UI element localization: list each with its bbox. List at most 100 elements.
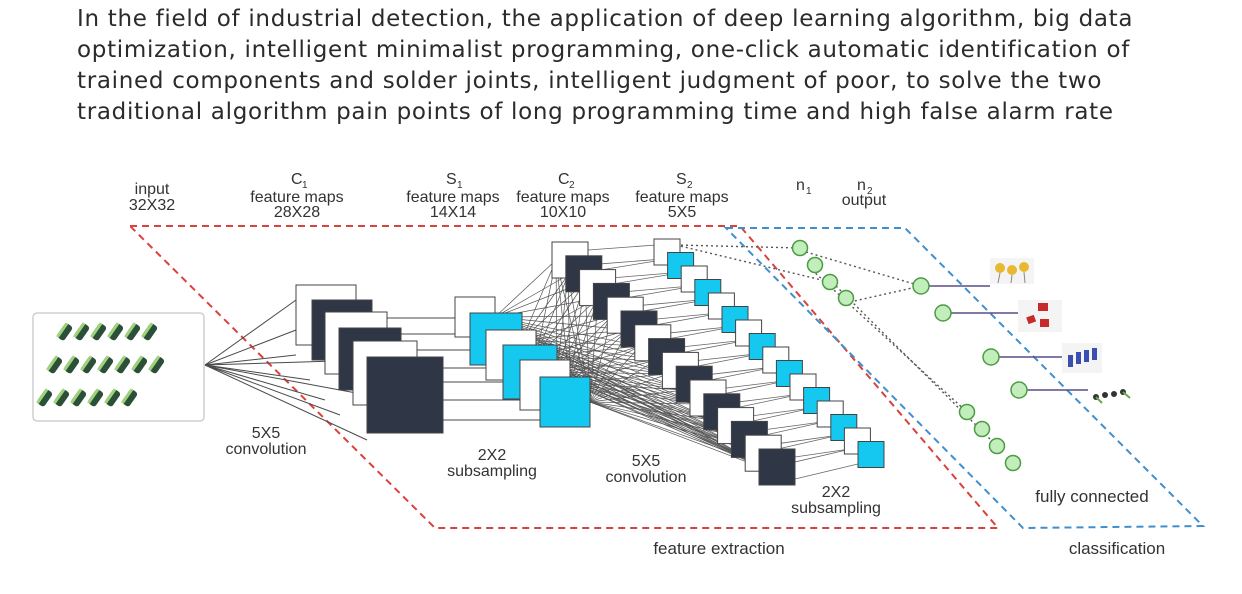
capacitor <box>36 388 53 407</box>
capacitor <box>80 355 97 374</box>
connection-line <box>589 345 641 403</box>
capacitor <box>87 388 104 407</box>
classification-region <box>723 227 1206 530</box>
connection-line <box>204 364 326 401</box>
n1-label: n 1 <box>796 177 812 197</box>
hidden-neuron <box>821 273 839 291</box>
hidden-neuron <box>958 403 976 421</box>
connection-line <box>589 359 657 403</box>
c2-size: 10X10 <box>540 204 586 221</box>
capacitor <box>141 322 158 341</box>
connection-line <box>556 345 641 373</box>
connection-line <box>849 285 922 303</box>
s2-title: feature maps <box>635 189 728 206</box>
s1-symbol: S <box>446 171 457 188</box>
output-sample-capacitors <box>990 258 1034 284</box>
connection-line <box>494 259 557 318</box>
capacitor <box>73 322 90 341</box>
connection-line <box>589 401 769 471</box>
hidden-neuron <box>837 289 855 307</box>
feature-maps <box>295 238 885 486</box>
s1-feature-map <box>539 376 591 428</box>
feature-extraction-label: feature extraction <box>653 539 784 558</box>
c1-title: feature maps <box>250 189 343 206</box>
connection-line <box>589 401 698 405</box>
s1-label: S 1 feature maps 14X14 <box>406 171 499 221</box>
hidden-neuron <box>973 420 991 438</box>
output-neuron <box>934 304 952 322</box>
connection-line <box>569 382 741 448</box>
conv2-label: 5X5 convolution <box>606 453 687 486</box>
fully-connected-label: fully connected <box>1035 487 1148 506</box>
conv1-size: 5X5 <box>252 425 281 442</box>
hidden-neuron <box>806 256 824 274</box>
capacitor <box>148 355 165 374</box>
connection-line <box>204 364 368 441</box>
subsample1-label: 2X2 subsampling <box>447 447 537 480</box>
capacitor <box>46 355 63 374</box>
connection-line <box>521 274 569 341</box>
connection-line <box>494 274 569 318</box>
connection-line <box>521 315 613 341</box>
capacitor <box>121 388 138 407</box>
subsample2-label: 2X2 subsampling <box>791 484 881 517</box>
classification-label: classification <box>1069 539 1165 558</box>
connection-line <box>589 373 669 403</box>
connection-line <box>589 401 753 461</box>
connection-line <box>204 329 297 366</box>
input-label-name: input <box>135 181 170 198</box>
n2-label: n 2 output <box>842 177 887 209</box>
input-label: input 32X32 <box>129 181 175 214</box>
connection-line <box>587 244 657 251</box>
capacitor <box>124 322 141 341</box>
conv1-label: 5X5 convolution <box>226 425 307 458</box>
connection-line <box>569 382 727 435</box>
s1-title: feature maps <box>406 189 499 206</box>
conv2-size: 5X5 <box>632 453 661 470</box>
c2-title: feature maps <box>516 189 609 206</box>
connection-line <box>569 382 713 421</box>
s2-index: 2 <box>687 180 693 191</box>
subsample1-size: 2X2 <box>478 447 507 464</box>
connection-line <box>204 364 311 381</box>
subsample2-name: subsampling <box>791 500 881 517</box>
intro-line: traditional algorithm pain points of lon… <box>77 99 1114 125</box>
n1-symbol: n <box>796 177 805 194</box>
c2-feature-map <box>758 448 796 486</box>
n2-title: output <box>842 192 887 209</box>
n1-index: 1 <box>806 186 812 197</box>
s1-index: 1 <box>457 180 463 191</box>
connection-line <box>811 269 968 413</box>
connection-line <box>204 354 297 366</box>
c2-label: C 2 feature maps 10X10 <box>516 171 609 221</box>
c2-index: 2 <box>569 180 575 191</box>
output-neuron <box>982 348 1000 366</box>
capacitor <box>53 388 70 407</box>
capacitor <box>131 355 148 374</box>
connection-lines <box>204 244 1090 480</box>
intro-line: optimization, intelligent minimalist pro… <box>77 37 1131 63</box>
c1-symbol: C <box>291 171 303 188</box>
hidden-neuron <box>1004 454 1022 472</box>
connection-line <box>521 339 657 361</box>
s2-label: S 2 feature maps 5X5 <box>635 171 728 221</box>
connection-line <box>589 389 685 403</box>
intro-line: In the field of industrial detection, th… <box>77 6 1134 32</box>
input-image <box>32 312 205 422</box>
s2-symbol: S <box>676 171 687 188</box>
subsample1-name: subsampling <box>447 463 537 480</box>
conv1-name: convolution <box>226 441 307 458</box>
output-neuron <box>912 277 930 295</box>
capacitor <box>56 322 73 341</box>
conv2-name: convolution <box>606 469 687 486</box>
subsample2-size: 2X2 <box>822 484 851 501</box>
capacitor <box>90 322 107 341</box>
neurons <box>791 239 1028 472</box>
connection-line <box>794 463 861 480</box>
c2-symbol: C <box>558 171 570 188</box>
connection-line <box>556 359 657 373</box>
connection-line <box>675 244 831 283</box>
s1-size: 14X14 <box>430 204 476 221</box>
connection-line <box>204 299 297 366</box>
output-sample-transistors <box>1088 383 1136 407</box>
